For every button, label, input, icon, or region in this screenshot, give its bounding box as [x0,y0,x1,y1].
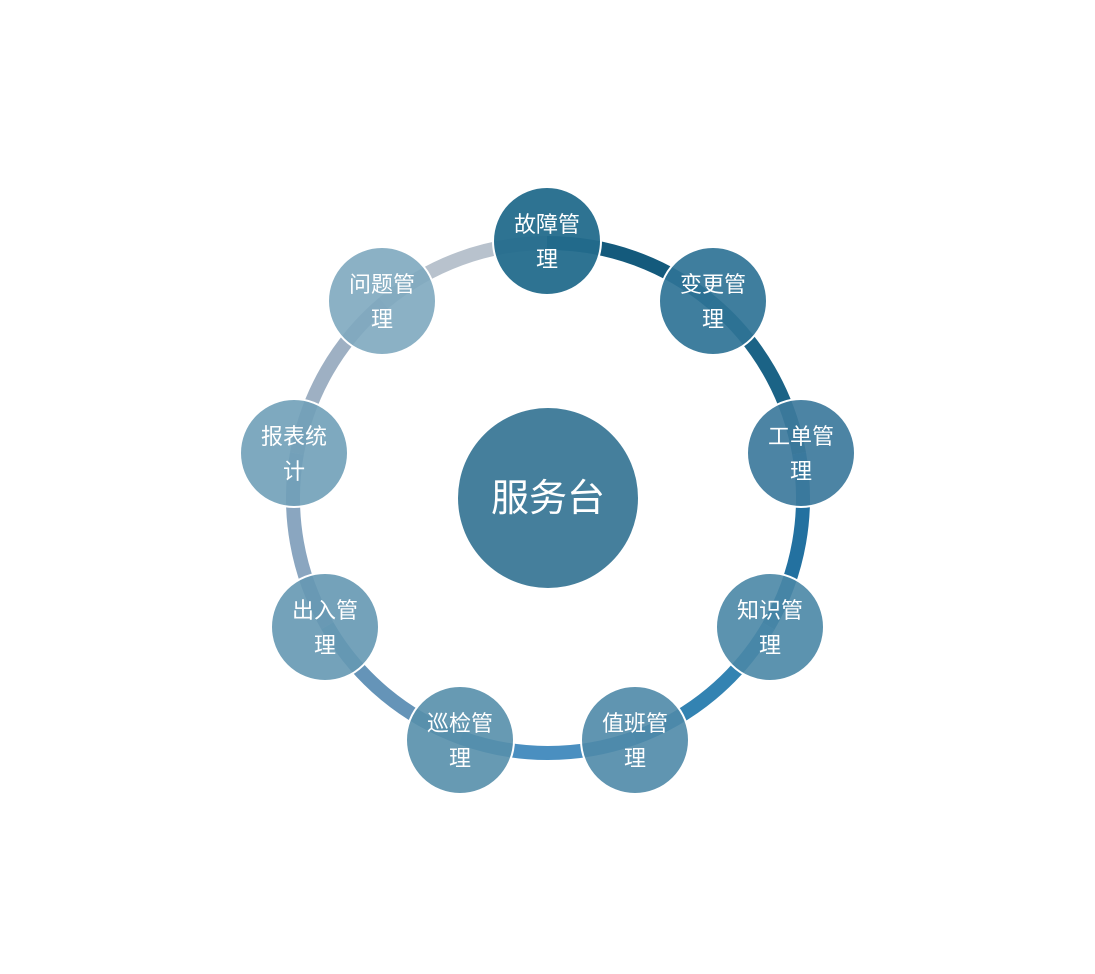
node-label: 理 [624,747,646,772]
node-label: 理 [371,308,393,333]
node-label: 理 [790,460,812,485]
center-hub-circle [458,408,638,588]
node-label: 理 [536,248,558,273]
node-label: 计 [283,460,305,485]
node-circle [658,246,768,356]
node-circle [746,398,856,508]
node-label: 变更管 [680,273,746,298]
node-label: 巡检管 [427,712,493,737]
node-circle [492,186,602,296]
center-hub: 服务台 [458,408,638,588]
node-circle [239,398,349,508]
center-hub-label: 服务台 [491,476,605,520]
node-circle [715,572,825,682]
node-label: 故障管 [514,213,580,238]
node-label: 问题管 [349,273,415,298]
node-circle [270,572,380,682]
node-label: 报表统 [261,425,327,450]
node-label: 理 [759,634,781,659]
node-label: 值班管 [602,712,668,737]
node-circle [580,685,690,795]
node-label: 理 [702,308,724,333]
node-circle [405,685,515,795]
node-label: 出入管 [292,599,358,624]
node-label: 工单管 [768,425,834,450]
node-label: 知识管 [737,599,803,624]
node-label: 理 [314,634,336,659]
node-circle [327,246,437,356]
node-label: 理 [449,747,471,772]
